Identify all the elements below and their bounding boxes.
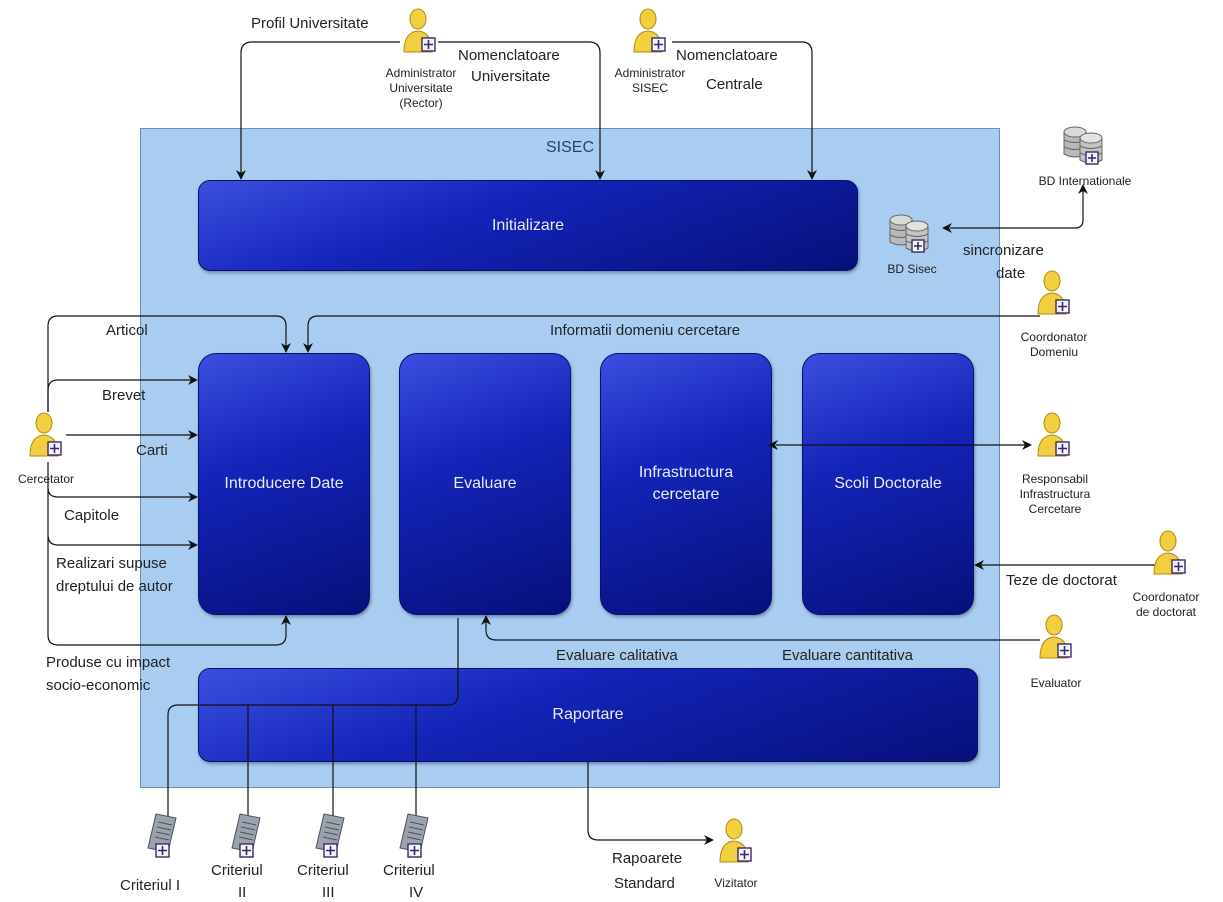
actor-evaluator-label: Evaluator bbox=[1030, 676, 1082, 690]
flow-evaluare bbox=[481, 615, 1040, 641]
actor-coordonator-doctorat-icon[interactable] bbox=[1152, 530, 1188, 576]
module-initializare-label: Initializare bbox=[491, 216, 565, 234]
criteriul-4-document-icon[interactable] bbox=[398, 812, 434, 865]
module-raportare[interactable]: Raportare bbox=[198, 668, 978, 762]
flow-rapoarte-standard bbox=[587, 762, 714, 845]
actor-cercetator-icon[interactable] bbox=[28, 412, 64, 458]
actor-coordonator-domeniu-label: Coordonator Domeniu bbox=[1020, 330, 1088, 359]
label-sincronizare-2: date bbox=[996, 265, 1026, 282]
module-initializare[interactable]: Initializare bbox=[198, 180, 858, 271]
module-scoli-doctorale-label: Scoli Doctorale bbox=[834, 475, 942, 493]
criteriul-3-document-icon[interactable] bbox=[314, 812, 350, 865]
system-title: SISEC bbox=[545, 139, 594, 156]
flow-nomenclatoare-centrale bbox=[672, 41, 817, 180]
module-raportare-label: Raportare bbox=[552, 706, 624, 724]
label-nomenclatoare-centrale-2: Centrale bbox=[706, 76, 763, 93]
criteriul-2-document-icon[interactable] bbox=[230, 812, 266, 865]
label-sincronizare-1: sincronizare bbox=[963, 242, 1044, 259]
label-nomenclatoare-univ-1: Nomenclatoare bbox=[458, 47, 560, 64]
module-introducere-date[interactable]: Introducere Date bbox=[198, 353, 370, 615]
criteriul-1-label: Criteriul I bbox=[120, 877, 181, 894]
actor-admin-sisec-label: Administrator SISEC bbox=[614, 66, 686, 95]
flow-profil-universitate bbox=[236, 41, 400, 180]
label-produse-2: socio-economic bbox=[46, 677, 151, 694]
flow-produse bbox=[47, 535, 291, 646]
label-rapoarte-1: Rapoarete bbox=[612, 850, 683, 867]
criteriul-3-label-2: III bbox=[322, 884, 335, 901]
actor-vizitator-icon[interactable] bbox=[718, 818, 754, 864]
label-evaluare-calitativa: Evaluare calitativa bbox=[556, 647, 678, 664]
label-carti: Carti bbox=[136, 442, 168, 459]
module-introducere-date-label: Introducere Date bbox=[224, 475, 344, 493]
criteriul-4-label-2: IV bbox=[409, 884, 424, 901]
label-realizari-1: Realizari supuse bbox=[56, 555, 167, 572]
label-brevet: Brevet bbox=[102, 387, 146, 404]
label-rapoarte-2: Standard bbox=[614, 875, 675, 892]
actor-admin-universitate-label: Administrator Universitate (Rector) bbox=[385, 66, 457, 110]
flow-articol bbox=[47, 315, 291, 412]
database-sisec-icon[interactable] bbox=[888, 212, 934, 261]
actor-admin-universitate-icon[interactable] bbox=[402, 8, 438, 54]
actor-responsabil-infrastructura-icon[interactable] bbox=[1036, 412, 1072, 458]
label-nomenclatoare-centrale-1: Nomenclatoare bbox=[676, 47, 778, 64]
flow-brevet bbox=[47, 375, 198, 412]
database-internationale-label: BD Internationale bbox=[1038, 174, 1132, 188]
actor-admin-sisec-icon[interactable] bbox=[632, 8, 668, 54]
module-infrastructura[interactable]: Infrastructura cercetare bbox=[600, 353, 772, 615]
label-informatii-domeniu: Informatii domeniu cercetare bbox=[550, 322, 741, 339]
database-sisec-label: BD Sisec bbox=[887, 262, 937, 276]
criteriul-3-label-1: Criteriul bbox=[297, 862, 349, 879]
actor-coordonator-doctorat-label: Coordonator de doctorat bbox=[1132, 590, 1200, 619]
module-evaluare[interactable]: Evaluare bbox=[399, 353, 571, 615]
criteriul-1-document-icon[interactable] bbox=[146, 812, 182, 865]
flow-sincronizare bbox=[942, 184, 1088, 233]
criteriul-2-label-2: II bbox=[238, 884, 247, 901]
criteriul-2-label-1: Criteriul bbox=[211, 862, 263, 879]
flow-nomenclatoare-universitate bbox=[438, 41, 605, 180]
actor-coordonator-domeniu-icon[interactable] bbox=[1036, 270, 1072, 316]
criteriul-4-label-1: Criteriul bbox=[383, 862, 435, 879]
actor-vizitator-label: Vizitator bbox=[714, 876, 758, 890]
label-profil-universitate: Profil Universitate bbox=[251, 15, 369, 32]
actor-responsabil-infrastructura-label: Responsabil Infrastructura Cercetare bbox=[1019, 472, 1091, 516]
label-produse-1: Produse cu impact bbox=[46, 654, 171, 671]
module-evaluare-label: Evaluare bbox=[453, 475, 517, 493]
label-nomenclatoare-univ-2: Universitate bbox=[471, 68, 551, 85]
actor-evaluator-icon[interactable] bbox=[1038, 614, 1074, 660]
label-realizari-2: dreptului de autor bbox=[56, 578, 173, 595]
flow-informatii-domeniu bbox=[303, 315, 1040, 353]
label-evaluare-cantitativa: Evaluare cantitativa bbox=[782, 647, 913, 664]
database-internationale-icon[interactable] bbox=[1062, 124, 1108, 173]
module-scoli-doctorale[interactable]: Scoli Doctorale bbox=[802, 353, 974, 615]
label-teze-doctorat: Teze de doctorat bbox=[1006, 572, 1117, 589]
module-infrastructura-label: Infrastructura cercetare bbox=[638, 464, 734, 503]
label-capitole: Capitole bbox=[64, 507, 120, 524]
flow-criteriul-1 bbox=[167, 618, 459, 828]
actor-cercetator-label: Cercetator bbox=[17, 472, 75, 486]
label-articol: Articol bbox=[106, 322, 148, 339]
